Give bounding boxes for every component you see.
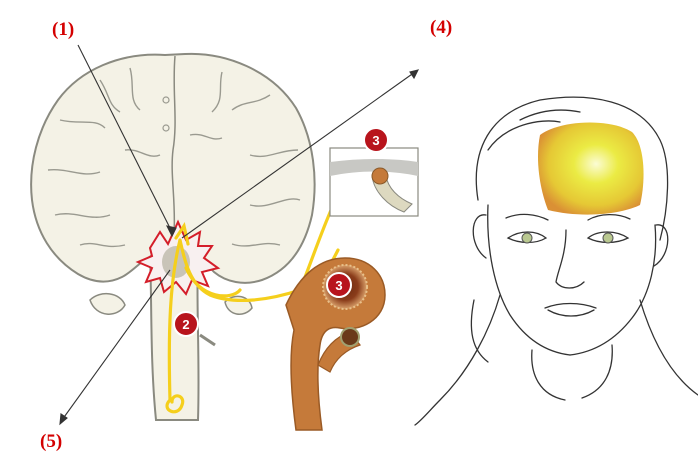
label-1: (1) [52, 20, 74, 39]
right-eye-icon [603, 233, 613, 243]
label-5: (5) [40, 432, 62, 451]
marker-3-mid: 3 [327, 273, 351, 297]
marker-3-top: 3 [364, 128, 388, 152]
marker-2: 2 [174, 312, 198, 336]
head-pain-glow [538, 123, 644, 215]
svg-text:3: 3 [335, 278, 342, 293]
label-4: (4) [430, 18, 452, 37]
svg-text:3: 3 [372, 133, 379, 148]
vessel-inset [330, 148, 418, 216]
svg-text:2: 2 [182, 317, 189, 332]
left-eye-icon [522, 233, 532, 243]
